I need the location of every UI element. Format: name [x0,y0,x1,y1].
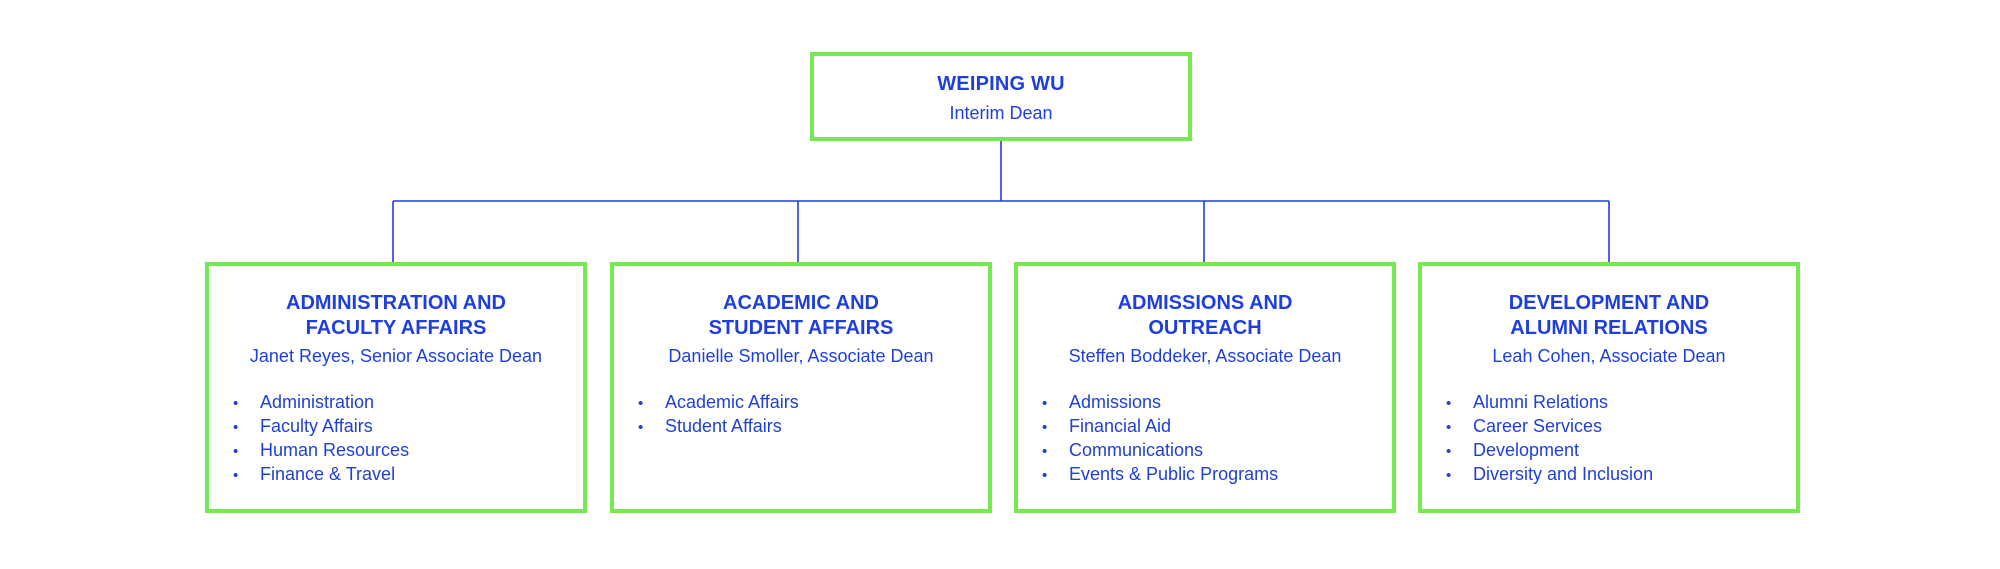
list-item: • Administration [233,391,583,415]
department-box-administration: ADMINISTRATION AND FACULTY AFFAIRS Janet… [205,262,587,513]
bullet-icon: • [233,467,239,484]
list-item: • Alumni Relations [1446,391,1796,415]
dean-title: Interim Dean [949,103,1053,123]
department-title: ADMISSIONS AND OUTREACH [1117,292,1293,339]
department-title: DEVELOPMENT AND ALUMNI RELATIONS [1508,292,1710,339]
unit-label: Human Resources [260,440,410,460]
list-item: • Finance & Travel [233,463,583,487]
department-unit-list: • Alumni Relations • Career Services • Deve… [1422,391,1796,487]
bullet-icon: • [1042,419,1048,436]
unit-label: Student Affairs [665,416,782,436]
list-item: • Events & Public Programs [1042,463,1392,487]
unit-label: Development [1473,440,1580,460]
unit-label: Diversity and Inclusion [1473,464,1654,484]
list-item: • Diversity and Inclusion [1446,463,1796,487]
department-box-academic: ACADEMIC AND STUDENT AFFAIRS Danielle Sm… [610,262,992,513]
unit-label: Communications [1069,440,1204,460]
bullet-icon: • [1042,467,1048,484]
bullet-icon: • [233,443,239,460]
list-item: • Financial Aid [1042,415,1392,439]
bullet-icon: • [638,395,644,412]
bullet-icon: • [638,419,644,436]
unit-label: Faculty Affairs [260,416,373,436]
unit-label: Financial Aid [1069,416,1172,436]
unit-label: Alumni Relations [1473,392,1609,412]
bullet-icon: • [1042,395,1048,412]
unit-label: Finance & Travel [260,464,396,484]
list-item: • Career Services [1446,415,1796,439]
dean-name: WEIPING WU [937,73,1065,95]
bullet-icon: • [1446,395,1452,412]
unit-label: Career Services [1473,416,1603,436]
list-item: • Faculty Affairs [233,415,583,439]
department-unit-list: • Admissions • Financial Aid • Communicatio… [1018,391,1392,487]
department-title: ADMINISTRATION AND FACULTY AFFAIRS [286,292,506,339]
bullet-icon: • [1446,419,1452,436]
department-box-development: DEVELOPMENT AND ALUMNI RELATIONS Leah Co… [1418,262,1800,513]
list-item: • Human Resources [233,439,583,463]
unit-label: Events & Public Programs [1069,464,1279,484]
bullet-icon: • [1042,443,1048,460]
unit-label: Admissions [1069,392,1162,412]
list-item: • Academic Affairs [638,391,988,415]
department-lead: Steffen Boddeker, Associate Dean [1068,346,1342,366]
bullet-icon: • [233,395,239,412]
list-item: • Student Affairs [638,415,988,439]
bullet-icon: • [1446,443,1452,460]
department-title: ACADEMIC AND STUDENT AFFAIRS [708,292,894,339]
list-item: • Admissions [1042,391,1392,415]
unit-label: Administration [260,392,375,412]
list-item: • Communications [1042,439,1392,463]
department-unit-list: • Academic Affairs • Student Affairs [614,391,988,439]
department-unit-list: • Administration • Faculty Affairs • Human … [209,391,583,487]
bullet-icon: • [1446,467,1452,484]
department-box-admissions: ADMISSIONS AND OUTREACH Steffen Boddeker… [1014,262,1396,513]
bullet-icon: • [233,419,239,436]
unit-label: Academic Affairs [665,392,799,412]
list-item: • Development [1446,439,1796,463]
department-lead: Leah Cohen, Associate Dean [1492,346,1726,366]
dean-box: WEIPING WU Interim Dean [810,52,1192,141]
department-lead: Janet Reyes, Senior Associate Dean [249,346,543,366]
department-lead: Danielle Smoller, Associate Dean [668,346,934,366]
